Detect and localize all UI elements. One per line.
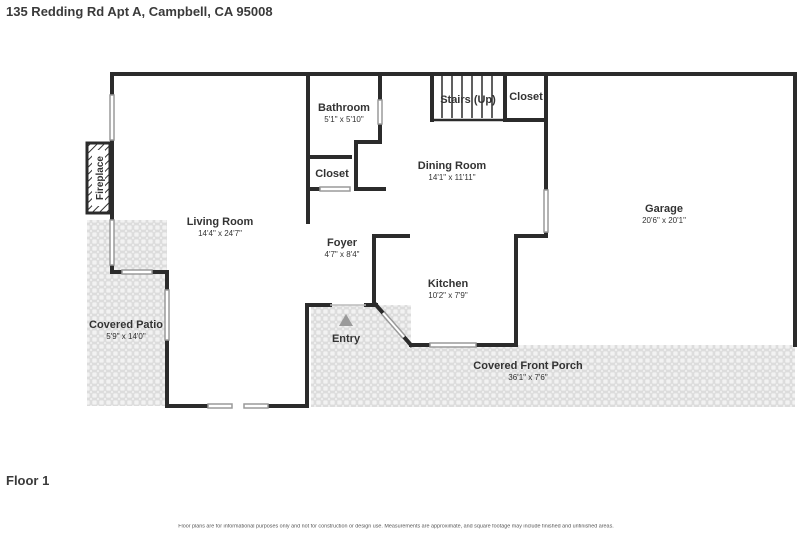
fireplace-label: Fireplace	[95, 156, 106, 200]
address-title: 135 Redding Rd Apt A, Campbell, CA 95008	[6, 4, 273, 19]
closet-top-label: Closet	[509, 91, 543, 103]
covered-front-porch-label: Covered Front Porch	[473, 360, 583, 372]
dining-room-label: Dining Room	[418, 160, 487, 172]
kitchen-bay-fill	[311, 305, 411, 345]
floor-label: Floor 1	[6, 473, 50, 488]
disclaimer-text: Floor plans are for informational purpos…	[178, 524, 614, 530]
foyer-dims: 4'7" x 8'4"	[325, 250, 360, 259]
covered-front-porch-area	[311, 345, 795, 407]
covered-patio-dims: 5'9" x 14'0"	[106, 332, 146, 341]
dining-room-dims: 14'1" x 11'11"	[428, 173, 475, 182]
stairs-label: Stairs (Up)	[440, 94, 496, 106]
foyer-label: Foyer	[327, 237, 358, 249]
bathroom-dims: 5'1" x 5'10"	[324, 115, 364, 124]
bathroom-label: Bathroom	[318, 102, 370, 114]
garage-dims: 20'6" x 20'1"	[642, 216, 686, 225]
entry-arrow-icon	[339, 314, 353, 326]
kitchen-label: Kitchen	[428, 278, 469, 290]
living-room-label: Living Room	[187, 216, 254, 228]
garage-label: Garage	[645, 203, 683, 215]
covered-patio-label: Covered Patio	[89, 319, 163, 331]
windows	[109, 94, 549, 409]
closet-mid-label: Closet	[315, 168, 349, 180]
kitchen-dims: 10'2" x 7'9"	[428, 291, 468, 300]
stairs	[432, 76, 505, 122]
covered-front-porch-dims: 36'1" x 7'6"	[508, 373, 548, 382]
covered-patio-area	[87, 220, 167, 406]
entry-label: Entry	[332, 333, 361, 345]
living-room-dims: 14'4" x 24'7"	[198, 229, 242, 238]
